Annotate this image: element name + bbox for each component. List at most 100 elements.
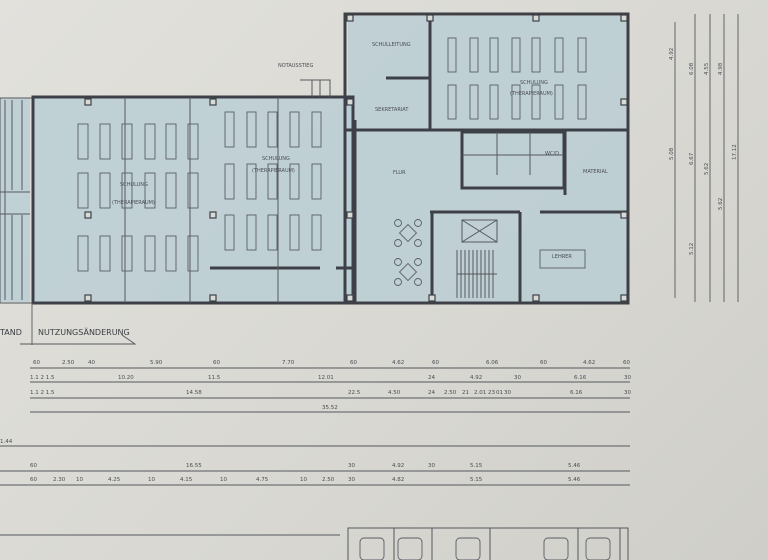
structural-columns (84, 14, 628, 302)
lounge-tables (394, 219, 586, 286)
legend: TAND NUTZUNGSÄNDERUNG (0, 303, 137, 345)
column (209, 98, 217, 106)
dimension-label: 30 (624, 390, 631, 396)
dimension-label: 30 (428, 463, 435, 469)
label-flur: FLUR (393, 170, 406, 176)
desk (99, 235, 111, 272)
column (346, 211, 354, 219)
car-icon (455, 537, 481, 560)
dimension-label: 10 (300, 477, 307, 483)
desk (469, 37, 479, 73)
dimension-label: 5.15 (470, 463, 483, 469)
column (84, 211, 92, 219)
car-icon (543, 537, 569, 560)
column (209, 294, 217, 302)
dimension-label: 5.15 (470, 477, 483, 483)
dimension-label: 12.01 (318, 375, 334, 381)
desk (554, 84, 564, 120)
label-schulung-left: SCHULUNG (120, 182, 148, 188)
label-lehrer: LEHRER (552, 254, 572, 260)
column (84, 98, 92, 106)
dimension-label: 4.62 (392, 360, 404, 366)
dimension-label: 24 (428, 390, 435, 396)
column (346, 14, 354, 22)
dimension-label: 4.15 (180, 477, 193, 483)
desk (77, 123, 89, 160)
desk (121, 235, 133, 272)
desk (144, 235, 156, 272)
label-schulung-mid: SCHULUNG (262, 156, 290, 162)
dimension-label: 5.46 (568, 477, 581, 483)
column (346, 294, 354, 302)
dimension-label: 2.50 (444, 390, 457, 396)
desk (511, 84, 521, 120)
label-schulung-left-sub: (THERAPIERAUM) (112, 200, 155, 206)
desk (531, 84, 541, 120)
dimension-label: 23 (488, 390, 495, 396)
dimension-label: 11.5 (208, 375, 221, 381)
column (620, 98, 628, 106)
desk (289, 214, 300, 251)
dimension-label: 5.90 (150, 360, 163, 366)
column (346, 98, 354, 106)
dimension-label: 16.55 (186, 463, 202, 469)
desk (77, 172, 89, 209)
dimension-label: 22.5 (348, 390, 361, 396)
dimension-label: 30 (348, 477, 355, 483)
stairwell (456, 219, 498, 298)
renovation-area-wash (0, 16, 628, 302)
label-schulung-top: SCHULUNG (520, 80, 548, 86)
desk (224, 163, 235, 200)
desk (577, 84, 587, 120)
desk (246, 163, 257, 200)
dimension-label: 60 (33, 360, 40, 366)
dimension-label: 4.62 (583, 360, 595, 366)
dimension-label: 10 (148, 477, 155, 483)
dimension-label: 6.67 (689, 152, 695, 165)
desk (267, 111, 278, 148)
column (620, 294, 628, 302)
car-icon (397, 537, 423, 560)
dimension-label: 2.30 (53, 477, 66, 483)
dimension-label: 60 (30, 477, 37, 483)
column (532, 294, 540, 302)
dimension-label: 4.75 (256, 477, 269, 483)
legend-nutzungsaenderung: NUTZUNGSÄNDERUNG (38, 327, 130, 337)
dimension-label: 5.62 (704, 163, 710, 175)
desk (187, 172, 199, 209)
desk (165, 235, 177, 272)
dimension-label: 4.92 (392, 463, 404, 469)
desk (489, 84, 499, 120)
desk (447, 37, 457, 73)
column (620, 211, 628, 219)
dimension-label: 30 (348, 463, 355, 469)
car-icon (585, 537, 611, 560)
label-material: MATERIAL (583, 169, 608, 175)
dimension-label: 60 (213, 360, 220, 366)
dimension-label: 40 (88, 360, 95, 366)
desk (187, 123, 199, 160)
desk (267, 163, 278, 200)
desk (246, 111, 257, 148)
dimension-label: 17.12 (732, 144, 738, 160)
desk (511, 37, 521, 73)
dimension-label: 60 (30, 463, 37, 469)
dimension-label: 6.16 (574, 375, 587, 381)
desk (531, 37, 541, 73)
desk (311, 214, 322, 251)
dimension-label: 6.06 (486, 360, 499, 366)
dimension-label: 60 (432, 360, 439, 366)
label-schulung-top-sub: (THERAPIERAUM) (510, 91, 553, 97)
desk (144, 123, 156, 160)
desk (554, 37, 564, 73)
dimension-label: 30 (624, 375, 631, 381)
dimension-label: 10 (220, 477, 227, 483)
column (620, 14, 628, 22)
desk (289, 111, 300, 148)
label-wc: WC/D (545, 151, 559, 157)
column (84, 294, 92, 302)
dimension-label: 60 (350, 360, 357, 366)
dimension-label: 5.08 (669, 147, 675, 160)
dimension-label: 24 (428, 375, 435, 381)
